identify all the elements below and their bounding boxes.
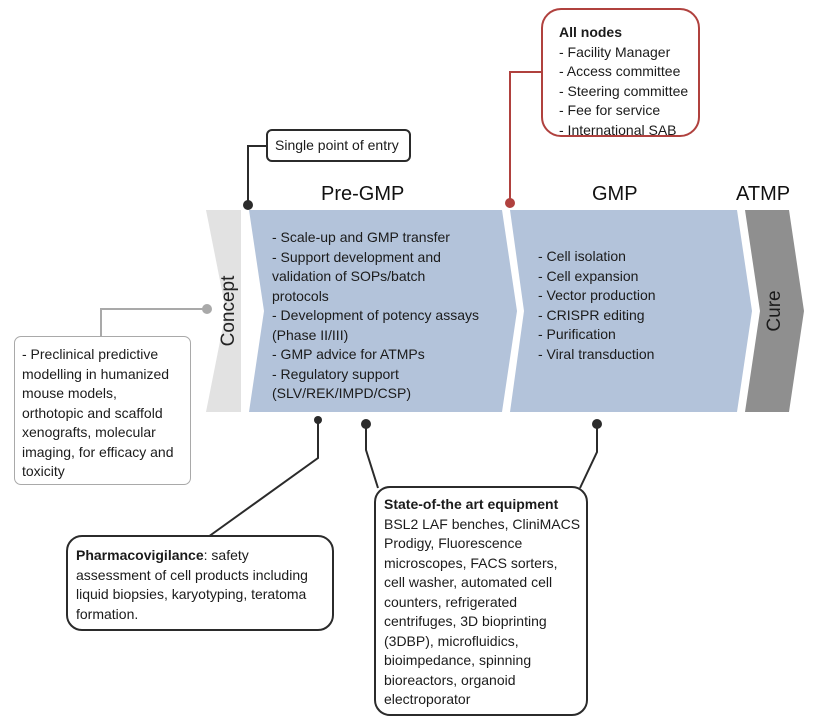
pharmacovigilance-line: formation.	[76, 605, 139, 622]
equipment-line: Prodigy, Fluorescence	[384, 535, 523, 551]
gmp-chevron	[510, 210, 752, 412]
pre-gmp-header: Pre-GMP	[321, 183, 405, 205]
atmp-header: ATMP	[736, 183, 791, 205]
list-item: (SLV/REK/IMPD/CSP)	[272, 385, 411, 401]
list-item: protocols	[272, 287, 329, 304]
list-item: - CRISPR editing	[538, 306, 645, 323]
all-nodes-item: - International SAB	[559, 121, 677, 138]
pharmacovigilance-dot	[314, 416, 322, 424]
all-nodes-item: - Steering committee	[559, 82, 689, 99]
list-item: - Purification	[538, 326, 616, 342]
equipment-dot-pregmp	[361, 419, 371, 429]
single-point-label: Single point of entry	[275, 137, 399, 153]
single-point-connector	[247, 145, 268, 204]
single-point-dot	[243, 200, 253, 210]
concept-dot	[202, 304, 212, 314]
pharmacovigilance-connector	[207, 420, 319, 538]
list-item: - Scale-up and GMP transfer	[272, 229, 450, 245]
preclinical-line: toxicity	[22, 463, 65, 479]
equipment-box: State-of-the art equipment BSL2 LAF benc…	[374, 486, 588, 716]
preclinical-box: - Preclinical predictive modelling in hu…	[14, 336, 191, 485]
list-item: - Vector production	[538, 287, 656, 303]
equipment-connector-gmp	[579, 424, 598, 489]
equipment-line: centrifuges, 3D bioprinting	[384, 613, 547, 629]
pharmacovigilance-line: liquid biopsies, karyotyping, teratoma	[76, 586, 307, 602]
list-item: - Cell expansion	[538, 267, 639, 284]
pharmacovigilance-line: assessment of cell products including	[76, 566, 308, 583]
equipment-line: counters, refrigerated	[384, 593, 518, 610]
list-item: validation of SOPs/batch	[272, 268, 426, 284]
equipment-line: bioreactors, organoid	[384, 671, 516, 688]
preclinical-line: - Preclinical predictive	[22, 346, 159, 362]
all-nodes-box: All nodes - Facility Manager - Access co…	[541, 8, 700, 138]
pre-gmp-list: - Scale-up and GMP transfer - Support de…	[272, 228, 479, 404]
all-nodes-title: All nodes	[559, 24, 623, 40]
equipment-connector-pregmp	[365, 424, 379, 489]
equipment-line: (3DBP), microfluidics,	[384, 632, 519, 649]
list-item: - Viral transduction	[538, 345, 655, 362]
preclinical-line: imaging, for efficacy and	[22, 443, 174, 460]
equipment-title: State-of-the art equipment	[384, 496, 559, 512]
gmp-list: - Cell isolation - Cell expansion - Vect…	[538, 247, 656, 364]
cure-chevron	[745, 210, 804, 412]
equipment-line: microscopes, FACS sorters,	[384, 554, 558, 571]
pre-gmp-chevron	[249, 210, 517, 412]
list-item: - Support development and	[272, 248, 441, 265]
single-point-box: Single point of entry	[266, 129, 411, 162]
all-nodes-dot	[505, 198, 515, 208]
list-item: - Development of potency assays	[272, 307, 479, 323]
preclinical-line: xenografts, molecular	[22, 424, 156, 440]
concept-label: Concept	[218, 275, 239, 347]
all-nodes-connector	[509, 71, 541, 202]
preclinical-line: modelling in humanized	[22, 365, 170, 382]
pharmacovigilance-box: Pharmacovigilance: safety assessment of …	[66, 535, 334, 631]
preclinical-line: orthotopic and scaffold	[22, 404, 163, 421]
equipment-line: cell washer, automated cell	[384, 574, 553, 590]
equipment-line: electroporator	[384, 691, 471, 707]
all-nodes-item: - Facility Manager	[559, 43, 671, 60]
list-item: - GMP advice for ATMPs	[272, 346, 425, 362]
all-nodes-item: - Fee for service	[559, 102, 661, 118]
list-item: (Phase II/III)	[272, 326, 349, 343]
cure-label: Cure	[764, 290, 785, 332]
equipment-dot-gmp	[592, 419, 602, 429]
all-nodes-item: - Access committee	[559, 63, 681, 79]
list-item: - Regulatory support	[272, 365, 399, 382]
concept-chevron	[206, 210, 241, 412]
gmp-header: GMP	[592, 183, 638, 205]
list-item: - Cell isolation	[538, 248, 626, 264]
preclinical-connector	[100, 308, 207, 336]
equipment-line: BSL2 LAF benches, CliniMACS	[384, 515, 581, 532]
preclinical-line: mouse models,	[22, 385, 117, 401]
equipment-line: bioimpedance, spinning	[384, 652, 532, 668]
pharmacovigilance-heading: Pharmacovigilance: safety	[76, 547, 249, 563]
